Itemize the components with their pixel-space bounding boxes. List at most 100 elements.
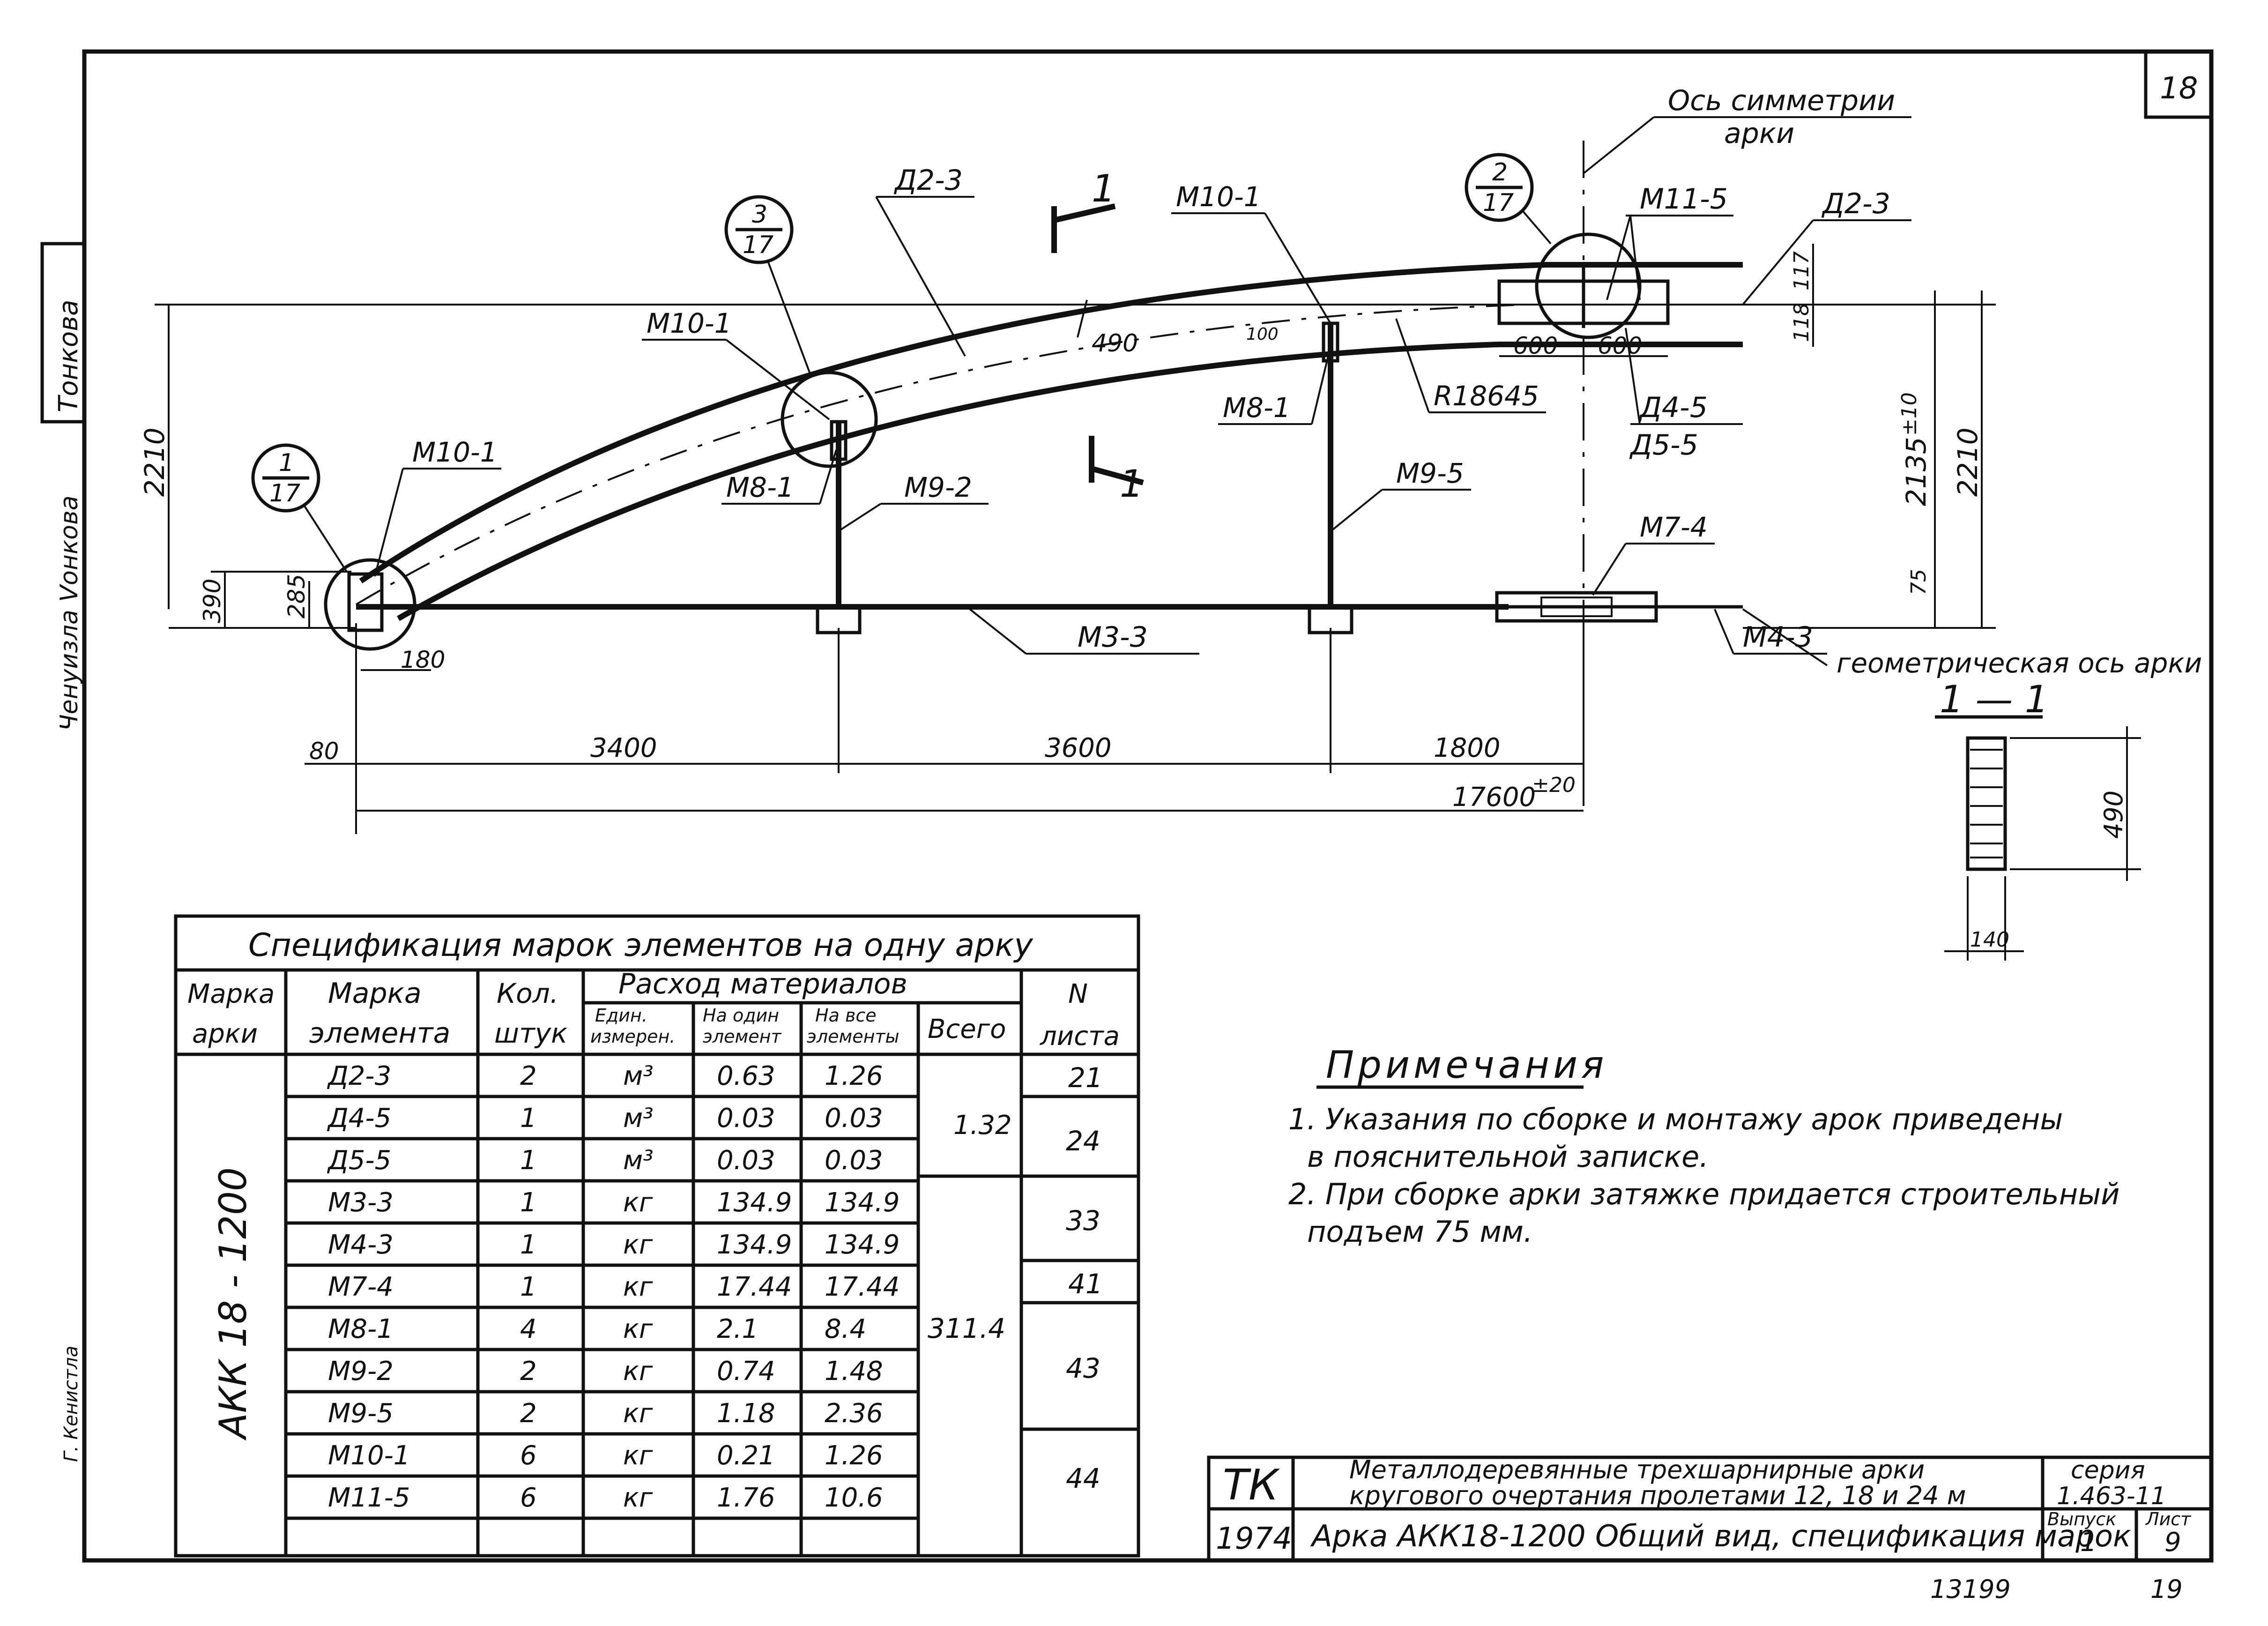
hdr-marka-arki-1: Марка	[187, 979, 275, 1009]
title-org: ТК	[1223, 1461, 1280, 1510]
dim-75: 75	[1907, 569, 1931, 595]
sheet-ref-4: 41	[1068, 1268, 1103, 1300]
hdr-odin-2: элемент	[703, 1026, 782, 1047]
dim-100: 100	[1246, 325, 1279, 344]
arch-mark: АКК 18 - 1200	[211, 1167, 255, 1441]
callout-circle-node-3	[781, 371, 878, 468]
arch-drawing: 1 17 3 17 2 17 Ось симметрии арки 1	[139, 84, 2202, 961]
arch-geometric-axis	[355, 304, 1528, 605]
spec-title: Спецификация марок элементов на одну арк…	[248, 927, 1033, 964]
side-stamp-text: Тонкова	[53, 300, 84, 413]
section-rect	[1966, 736, 2007, 871]
dim-600-a: 600	[1513, 332, 1558, 359]
dim-17600-tol: ±20	[1532, 773, 1576, 797]
hdr-edin-2: измерен.	[590, 1026, 675, 1047]
sheet-number: 18	[2160, 71, 2198, 106]
hdr-list-2: листа	[1040, 1021, 1120, 1052]
bottom-number-right: 19	[2150, 1574, 2183, 1604]
spec-cell-one: 1.18	[717, 1398, 775, 1429]
spec-cell-qty: 6	[520, 1440, 537, 1471]
spec-cell-qty: 2	[520, 1356, 537, 1387]
spec-table: Спецификация марок элементов на одну арк…	[174, 914, 1140, 1558]
sheet-ref-2: 24	[1066, 1125, 1101, 1157]
spec-cell-all: 2.36	[825, 1398, 883, 1429]
hdr-rashod: Расход материалов	[618, 968, 907, 1000]
spec-cell-all: 8.4	[825, 1314, 866, 1344]
spec-cell-qty: 1	[520, 1230, 537, 1260]
label-m11-5: М11-5	[1640, 183, 1728, 216]
spec-cell-all: 134.9	[825, 1187, 900, 1218]
title-year: 1974	[1216, 1522, 1292, 1556]
label-d2-3-top: Д2-3	[893, 164, 963, 197]
callout-3-17: 3 17	[724, 195, 811, 375]
spec-cell-unit: м³	[623, 1103, 654, 1134]
sheet-frame	[82, 49, 2214, 1563]
spec-cell-unit: кг	[623, 1187, 653, 1218]
dim-390: 390	[199, 579, 226, 623]
dimensions: 2210 390 285 180 80 3400 3600 1800 17600…	[139, 244, 1996, 834]
spec-cell-unit: м³	[623, 1145, 654, 1176]
callout-1-den: 17	[269, 479, 300, 507]
spec-cell-el: М4-3	[328, 1230, 394, 1260]
label-d5-5: Д5-5	[1629, 429, 1698, 462]
dim-2135: 2135	[1900, 437, 1932, 506]
section-marker-top-label: 1	[1092, 167, 1115, 210]
spec-cell-el: М9-2	[328, 1356, 394, 1387]
callout-circle-node-1	[324, 558, 416, 651]
label-d2-3-right: Д2-3	[1821, 187, 1890, 220]
callout-1-num: 1	[279, 449, 294, 477]
label-m9-2: М9-2	[904, 471, 972, 503]
section-height: 490	[2099, 791, 2128, 839]
spec-cell-el: М7-4	[328, 1272, 394, 1302]
section-marker-bottom	[1089, 436, 1144, 485]
spec-cell-all: 1.48	[825, 1356, 883, 1387]
dim-180: 180	[401, 646, 445, 673]
sheet-number-box	[2144, 52, 2211, 119]
hdr-kol-1: Кол.	[497, 977, 558, 1009]
hdr-list-1: N	[1068, 979, 1088, 1009]
hdr-vse-2: элементы	[807, 1026, 900, 1047]
hdr-odin-1: На один	[703, 1005, 779, 1026]
sheet-ref-1: 21	[1068, 1062, 1103, 1094]
label-m3-3: М3-3	[1078, 621, 1148, 654]
dim-285: 285	[283, 574, 310, 619]
spec-cell-unit: кг	[623, 1314, 653, 1344]
spec-cell-qty: 4	[520, 1314, 537, 1344]
arch-upper-edge	[359, 262, 1743, 583]
bottom-number-left: 13199	[1930, 1574, 2011, 1604]
dim-3600: 3600	[1045, 733, 1112, 763]
dim-490-arch: 490	[1092, 329, 1138, 358]
spec-cell-unit: кг	[623, 1356, 653, 1387]
label-m10-1-right: М10-1	[1176, 181, 1261, 213]
spec-cell-one: 1.76	[717, 1483, 775, 1513]
sheet-value: 9	[2164, 1527, 2181, 1558]
spec-cell-unit: кг	[623, 1398, 653, 1429]
section-title: 1 — 1	[1940, 678, 2049, 721]
label-d4-5: Д4-5	[1638, 391, 1708, 424]
spec-cell-qty: 1	[520, 1187, 537, 1218]
spec-cell-all: 1.26	[825, 1061, 883, 1091]
spec-cell-all: 1.26	[825, 1440, 883, 1471]
label-radius: R18645	[1434, 380, 1539, 412]
label-m8-1-right: М8-1	[1223, 392, 1291, 424]
callout-1-17: 1 17	[251, 443, 348, 573]
spec-cell-unit: кг	[623, 1483, 653, 1513]
turnbuckle-inner	[1540, 597, 1613, 617]
spec-cell-unit: м³	[623, 1061, 654, 1091]
callout-2-num: 2	[1492, 158, 1508, 186]
spec-cell-el: М11-5	[328, 1483, 410, 1513]
spec-cell-el: М3-3	[328, 1187, 394, 1218]
hdr-vsego: Всего	[928, 1014, 1006, 1044]
spec-cell-all: 17.44	[825, 1272, 900, 1302]
notes-title: Примечания	[1326, 1043, 1607, 1087]
label-geometric-axis: геометрическая ось арки	[1837, 647, 2202, 679]
spec-cell-el: Д4-5	[327, 1103, 391, 1134]
spec-cell-one: 0.21	[717, 1440, 775, 1471]
side-stamp: Тонкова Ченуизла Vонкова Г. Кенистла	[40, 242, 86, 1462]
spec-cell-qty: 1	[520, 1272, 537, 1302]
spec-cell-el: Д2-3	[327, 1061, 391, 1091]
spec-cell-all: 10.6	[825, 1483, 883, 1513]
note-line-3: 2. При сборке арки затяжке придается стр…	[1288, 1177, 2119, 1211]
